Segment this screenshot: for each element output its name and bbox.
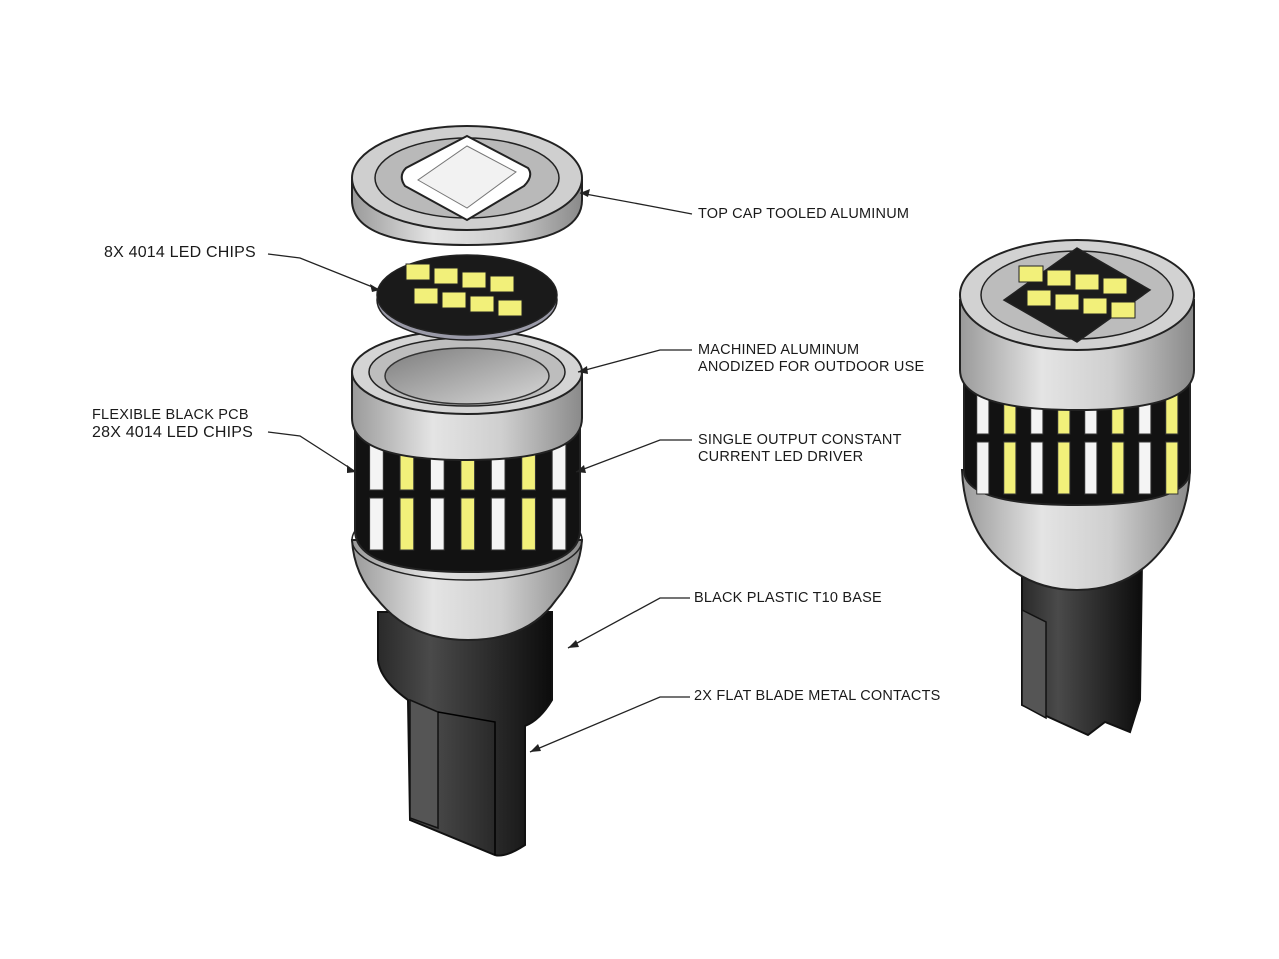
- label-machined-line1: MACHINED ALUMINUM: [698, 342, 860, 358]
- led-chip: [489, 275, 515, 293]
- top-led-chips: [405, 263, 523, 317]
- led-chip: [1074, 273, 1100, 291]
- label-driver-line1: SINGLE OUTPUT CONSTANT: [698, 432, 902, 448]
- led-chip: [413, 287, 439, 305]
- leader-pcb: [267, 431, 357, 473]
- assembled-bulb: [959, 239, 1195, 737]
- top-cap: [351, 125, 583, 247]
- led-chip: [461, 271, 487, 289]
- leader-top-chips: [267, 253, 381, 291]
- leader-driver: [575, 439, 692, 473]
- label-top-cap: TOP CAP TOOLED ALUMINUM: [698, 206, 910, 222]
- leader-top-cap: [579, 192, 693, 215]
- leader-arrowheads: [347, 189, 590, 752]
- led-chip: [433, 267, 459, 285]
- label-top-chips: 8X 4014 LED CHIPS: [104, 244, 256, 261]
- led-chip: [1054, 293, 1080, 311]
- led-chip: [1102, 277, 1128, 295]
- leader-machined: [577, 349, 692, 373]
- leader-lines: [267, 192, 693, 753]
- label-machined-line2: ANODIZED FOR OUTDOOR USE: [698, 359, 925, 375]
- led-chip: [490, 497, 506, 551]
- label-driver-line2: CURRENT LED DRIVER: [698, 449, 864, 465]
- led-chip: [1084, 441, 1098, 495]
- led-chip: [469, 295, 495, 313]
- label-pcb-line1: FLEXIBLE BLACK PCB: [92, 407, 249, 423]
- led-chip: [460, 497, 476, 551]
- led-chip: [1111, 441, 1125, 495]
- led-chip: [441, 291, 467, 309]
- led-chip: [497, 299, 523, 317]
- led-chip: [551, 497, 567, 551]
- top-led-disk: [376, 254, 558, 341]
- label-base: BLACK PLASTIC T10 BASE: [694, 590, 882, 606]
- t10-base: [377, 611, 553, 857]
- led-chip: [1046, 269, 1072, 287]
- led-chip: [1138, 441, 1152, 495]
- label-contacts: 2X FLAT BLADE METAL CONTACTS: [694, 688, 941, 704]
- led-chip: [369, 497, 384, 551]
- led-chip: [1165, 441, 1179, 495]
- led-chip: [429, 497, 445, 551]
- led-chip: [976, 441, 990, 495]
- led-chip: [1018, 265, 1044, 283]
- led-chip: [1110, 301, 1136, 319]
- exploded-bulb: [350, 125, 584, 857]
- label-pcb-line2: 28X 4014 LED CHIPS: [92, 424, 254, 441]
- leader-base: [567, 597, 690, 649]
- machined-body: [351, 329, 583, 462]
- leader-contacts: [529, 696, 690, 753]
- led-chip: [1003, 441, 1017, 495]
- led-chip: [521, 497, 536, 551]
- led-chip: [1082, 297, 1108, 315]
- led-chip: [1057, 441, 1071, 495]
- led-chip: [405, 263, 431, 281]
- top-led-chips: [1018, 265, 1136, 319]
- led-chip: [1030, 441, 1044, 495]
- led-chip: [1026, 289, 1052, 307]
- led-chip: [399, 497, 415, 551]
